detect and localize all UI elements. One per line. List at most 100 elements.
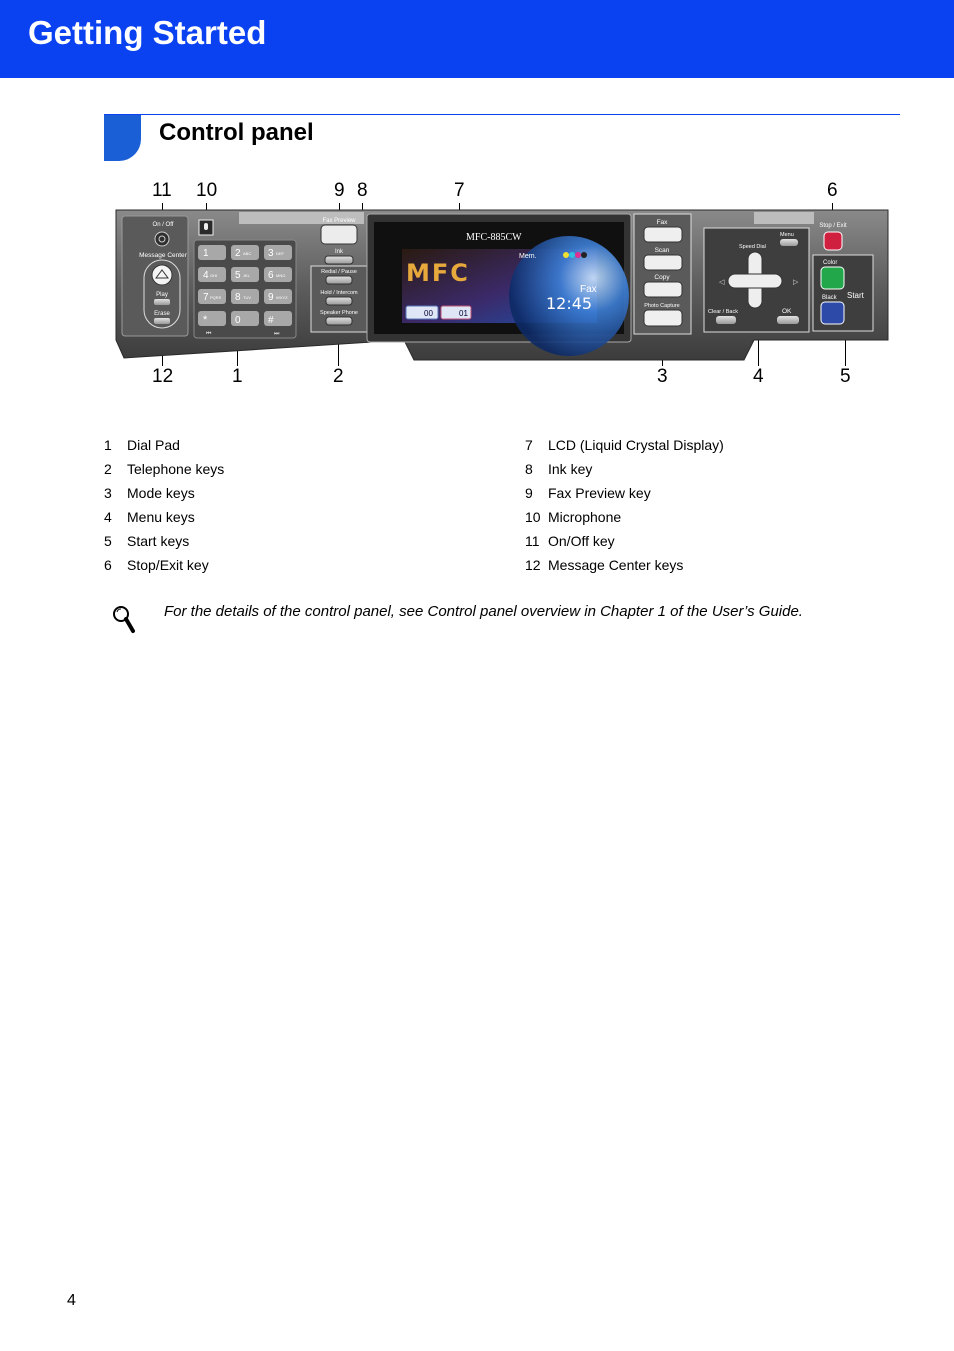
on-off-label: On / Off xyxy=(153,222,174,228)
svg-text:7: 7 xyxy=(203,292,209,303)
section-title: Control panel xyxy=(159,119,314,146)
lcd-counter-a: 00 xyxy=(424,309,433,318)
ink-button xyxy=(324,255,354,265)
note-text: For the details of the control panel, se… xyxy=(164,603,803,620)
lcd-mem-label: Mem. xyxy=(519,253,537,260)
magnifier-icon xyxy=(113,606,135,633)
callout-9: 9 xyxy=(334,180,345,201)
stop-exit-label: Stop / Exit xyxy=(819,223,847,229)
ink-label: Ink xyxy=(335,249,344,255)
clear-back-label: Clear / Back xyxy=(708,309,738,315)
svg-text:TUV: TUV xyxy=(243,295,251,300)
callout-3: 3 xyxy=(657,366,668,387)
callout-2: 2 xyxy=(333,366,344,387)
svg-text:0: 0 xyxy=(235,315,241,326)
play-label: Play xyxy=(156,292,168,298)
erase-button xyxy=(154,318,170,324)
menu-label: Menu xyxy=(780,232,794,238)
page-title: Getting Started xyxy=(28,14,267,51)
fax-mode-button xyxy=(643,226,683,243)
callout-10: 10 xyxy=(196,180,218,201)
svg-text:GHI: GHI xyxy=(210,273,217,278)
fax-preview-button xyxy=(320,224,358,245)
callout-11: 11 xyxy=(152,180,172,201)
photo-capture-button xyxy=(643,309,683,327)
leader-1 xyxy=(237,340,238,366)
stop-exit-button xyxy=(823,231,843,251)
svg-text:5: 5 xyxy=(235,270,241,281)
photo-capture-label: Photo Capture xyxy=(644,303,679,309)
svg-text:9: 9 xyxy=(268,292,274,303)
copy-mode-label: Copy xyxy=(654,274,670,281)
lcd-clock: 12:45 xyxy=(546,294,592,313)
clear-back-button xyxy=(716,316,736,324)
redial-pause-label: Redial / Pause xyxy=(321,269,357,275)
svg-text:3: 3 xyxy=(268,248,274,259)
fax-mode-label: Fax xyxy=(657,219,669,226)
ok-label: OK xyxy=(782,308,792,315)
menu-button xyxy=(780,239,798,246)
svg-text:4: 4 xyxy=(203,270,209,281)
play-button xyxy=(154,299,170,305)
callout-4: 4 xyxy=(753,366,764,387)
leader-4 xyxy=(758,332,759,366)
message-center-label: Message Center xyxy=(139,252,188,259)
speed-dial-label: Speed Dial xyxy=(739,244,766,250)
svg-text:▷: ▷ xyxy=(793,278,799,286)
scan-mode-label: Scan xyxy=(655,247,670,254)
callout-12: 12 xyxy=(152,366,174,387)
black-start-button xyxy=(820,301,845,325)
black-label: Black xyxy=(822,295,838,301)
redial-pause-button xyxy=(325,275,353,285)
erase-label: Erase xyxy=(154,311,170,317)
header-banner: Getting Started xyxy=(0,0,954,78)
speaker-phone-button xyxy=(325,316,353,326)
lcd-logo: MFC xyxy=(406,259,470,287)
color-label: Color xyxy=(823,260,837,266)
callout-5: 5 xyxy=(840,366,851,387)
fax-preview-label: Fax Preview xyxy=(322,218,356,224)
hold-intercom-label: Hold / Intercom xyxy=(320,290,358,296)
ok-button xyxy=(777,316,799,324)
svg-text:#: # xyxy=(268,315,274,326)
on-off-button xyxy=(154,231,170,247)
svg-text:DEF: DEF xyxy=(276,251,285,256)
color-start-button xyxy=(820,266,845,290)
speaker-phone-label: Speaker Phone xyxy=(320,310,358,316)
svg-text:⏭: ⏭ xyxy=(274,331,280,337)
page-number: 4 xyxy=(67,1292,76,1309)
svg-text:8: 8 xyxy=(235,292,241,303)
svg-text:*: * xyxy=(203,314,208,326)
svg-text:PQRS: PQRS xyxy=(210,295,222,300)
model-name: MFC-885CW xyxy=(466,232,522,243)
svg-text:JKL: JKL xyxy=(243,273,251,278)
svg-text:1: 1 xyxy=(203,248,209,259)
section-marker xyxy=(104,115,141,161)
hold-intercom-button xyxy=(325,296,353,306)
svg-text:6: 6 xyxy=(268,270,274,281)
callout-7: 7 xyxy=(454,180,465,201)
scan-mode-button xyxy=(643,254,683,271)
svg-text:◁: ◁ xyxy=(719,278,725,286)
copy-mode-button xyxy=(643,281,683,298)
message-center-button xyxy=(151,264,173,286)
svg-text:2: 2 xyxy=(235,248,241,259)
callout-8: 8 xyxy=(357,180,368,201)
callout-6: 6 xyxy=(827,180,838,201)
callout-1: 1 xyxy=(232,366,243,387)
svg-text:WXYZ: WXYZ xyxy=(276,295,288,300)
lcd-fax-label: Fax xyxy=(580,284,597,295)
